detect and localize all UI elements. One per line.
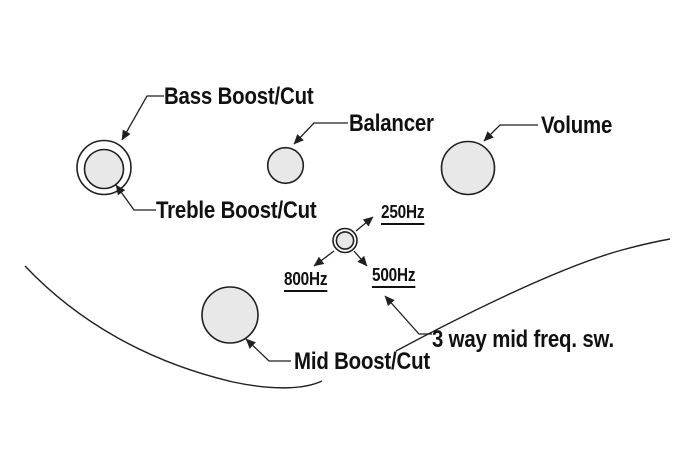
switch-arrow-250hz	[355, 216, 374, 232]
diagram-lines-root	[24, 95, 671, 389]
freq-switch-leader-arrow	[384, 295, 432, 335]
volume-knob	[440, 140, 496, 196]
freq-500hz-label: 500Hz	[372, 266, 416, 288]
volume-label: Volume	[541, 112, 613, 139]
mid-boost-cut-label: Mid Boost/Cut	[294, 348, 431, 375]
switch-arrow-800hz	[313, 250, 335, 267]
switch-arrow-500hz	[353, 250, 368, 267]
body-outline-left	[24, 265, 323, 389]
treble-knob-face	[83, 148, 125, 190]
three-way-mid-freq-switch-label: 3 way mid freq. sw.	[432, 326, 614, 353]
balancer-knob	[266, 146, 305, 185]
balancer-label: Balancer	[349, 110, 434, 137]
mid-knob	[201, 286, 259, 344]
mid-freq-switch-face	[335, 231, 355, 250]
bass-leader-arrow	[121, 95, 164, 141]
treble-boost-cut-label: Treble Boost/Cut	[156, 197, 317, 224]
treble-leader-arrow	[115, 184, 156, 211]
switch-position-arrows	[313, 216, 374, 267]
volume-leader-arrow	[483, 124, 538, 142]
freq-250hz-label: 250Hz	[381, 203, 425, 225]
bass-boost-cut-label: Bass Boost/Cut	[164, 83, 314, 110]
balancer-leader-arrow	[293, 122, 348, 145]
body-outline-right	[395, 238, 671, 352]
freq-800hz-label: 800Hz	[284, 270, 328, 292]
mid-leader-arrow	[245, 338, 291, 362]
leader-arrows	[115, 95, 538, 362]
knob-faces	[83, 140, 496, 344]
body-outlines	[24, 238, 671, 389]
